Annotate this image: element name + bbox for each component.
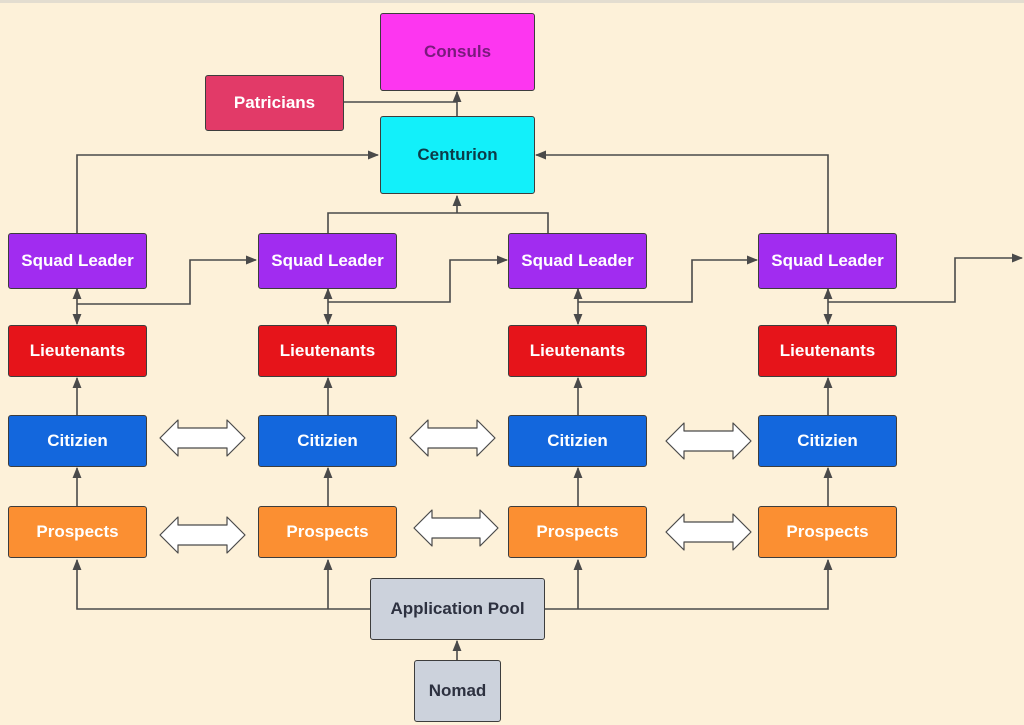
consuls-label: Consuls: [423, 42, 492, 61]
prospects-label: Prospects: [36, 522, 119, 541]
lieutenants-node[interactable]: Lieutenants: [258, 325, 397, 377]
squad-leader-node[interactable]: Squad Leader: [8, 233, 147, 289]
application-pool-label: Application Pool: [390, 599, 525, 618]
citizen-node[interactable]: Citizien: [508, 415, 647, 467]
squad-leader-node[interactable]: Squad Leader: [258, 233, 397, 289]
connector-squad4-centurion: [534, 150, 829, 233]
prospects-label: Prospects: [786, 522, 869, 541]
double-arrow-citizen-2-3: [409, 419, 496, 457]
prospects-label: Prospects: [286, 522, 369, 541]
application-pool-node[interactable]: Application Pool: [370, 578, 545, 640]
lieutenants-node[interactable]: Lieutenants: [8, 325, 147, 377]
connector-lateral-4: [828, 253, 1024, 303]
centurion-node[interactable]: Centurion: [380, 116, 535, 194]
prospects-node[interactable]: Prospects: [8, 506, 147, 558]
double-arrow-citizen-1-2: [159, 419, 246, 457]
connector-pool-prospects-right: [545, 558, 833, 610]
connector-pool-prospects-left: [72, 558, 370, 610]
double-arrow-prospects-1-2: [159, 516, 246, 554]
lieutenants-node[interactable]: Lieutenants: [508, 325, 647, 377]
squad-leader-label: Squad Leader: [271, 251, 384, 270]
lieutenants-label: Lieutenants: [29, 341, 126, 360]
double-arrow-prospects-3-4: [665, 513, 752, 551]
prospects-node[interactable]: Prospects: [508, 506, 647, 558]
prospects-node[interactable]: Prospects: [758, 506, 897, 558]
prospects-node[interactable]: Prospects: [258, 506, 397, 558]
patricians-label: Patricians: [233, 93, 316, 112]
consuls-node[interactable]: Consuls: [380, 13, 535, 91]
citizen-label: Citizien: [547, 431, 608, 450]
patricians-node[interactable]: Patricians: [205, 75, 344, 131]
lieutenants-label: Lieutenants: [779, 341, 876, 360]
connector-squad2-centurion: [327, 212, 549, 233]
nomad-label: Nomad: [428, 681, 487, 700]
lieutenants-label: Lieutenants: [529, 341, 626, 360]
double-arrow-citizen-3-4: [665, 422, 752, 460]
lieutenants-node[interactable]: Lieutenants: [758, 325, 897, 377]
connector-squad1-centurion: [76, 150, 380, 233]
connector-lateral-1: [77, 255, 258, 305]
squad-leader-node[interactable]: Squad Leader: [758, 233, 897, 289]
citizen-node[interactable]: Citizien: [758, 415, 897, 467]
prospects-label: Prospects: [536, 522, 619, 541]
citizen-node[interactable]: Citizien: [258, 415, 397, 467]
nomad-node[interactable]: Nomad: [414, 660, 501, 722]
double-arrow-prospects-2-3: [413, 509, 499, 547]
squad-leader-node[interactable]: Squad Leader: [508, 233, 647, 289]
squad-leader-label: Squad Leader: [771, 251, 884, 270]
citizen-label: Citizien: [797, 431, 858, 450]
centurion-label: Centurion: [417, 145, 498, 164]
citizen-node[interactable]: Citizien: [8, 415, 147, 467]
lieutenants-label: Lieutenants: [279, 341, 376, 360]
connector-lateral-3: [578, 255, 759, 303]
citizen-label: Citizien: [297, 431, 358, 450]
squad-leader-label: Squad Leader: [21, 251, 134, 270]
citizen-label: Citizien: [47, 431, 108, 450]
top-band: [0, 0, 1024, 3]
squad-leader-label: Squad Leader: [521, 251, 634, 270]
connector-lateral-2: [328, 255, 509, 303]
